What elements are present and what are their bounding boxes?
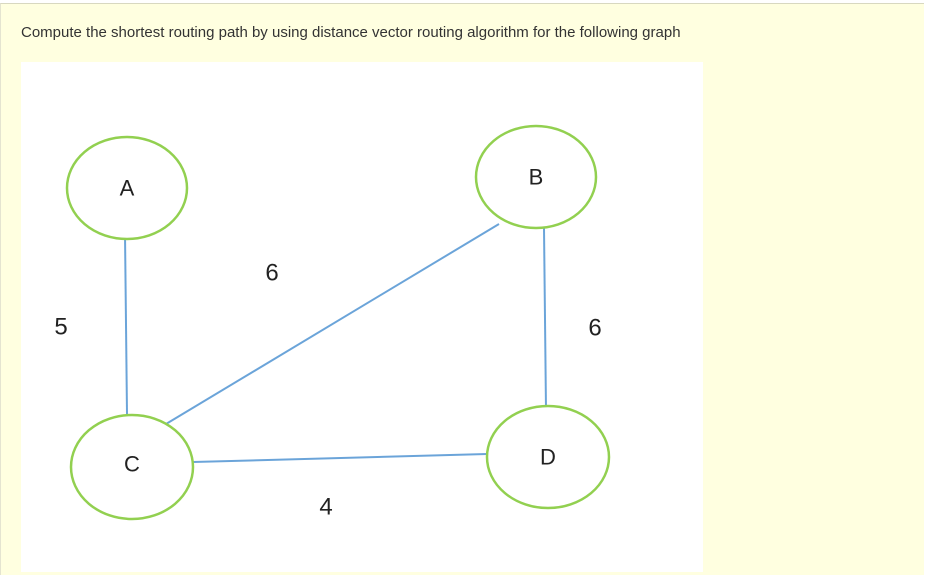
graph-figure: A B C D 5 6 6 4: [21, 62, 703, 572]
edge-c-b: [165, 223, 500, 425]
weight-a-c: 5: [54, 314, 67, 341]
node-a-label: A: [120, 176, 135, 201]
node-b-label: B: [529, 165, 544, 190]
weight-c-d: 4: [319, 494, 332, 521]
weight-c-b: 6: [265, 260, 278, 287]
edge-a-c: [124, 233, 128, 415]
question-card: Compute the shortest routing path by usi…: [0, 3, 924, 575]
edge-b-d: [543, 227, 547, 411]
weight-b-d: 6: [588, 315, 601, 342]
edge-c-d: [192, 453, 488, 463]
node-d-label: D: [540, 445, 556, 470]
node-c: C: [69, 413, 195, 521]
node-d: D: [485, 404, 611, 510]
node-c-label: C: [124, 452, 140, 477]
node-a: A: [65, 135, 189, 241]
question-text: Compute the shortest routing path by usi…: [21, 24, 681, 41]
node-b: B: [474, 124, 598, 230]
graph-diagram: A B C D 5 6 6 4: [54, 124, 611, 521]
